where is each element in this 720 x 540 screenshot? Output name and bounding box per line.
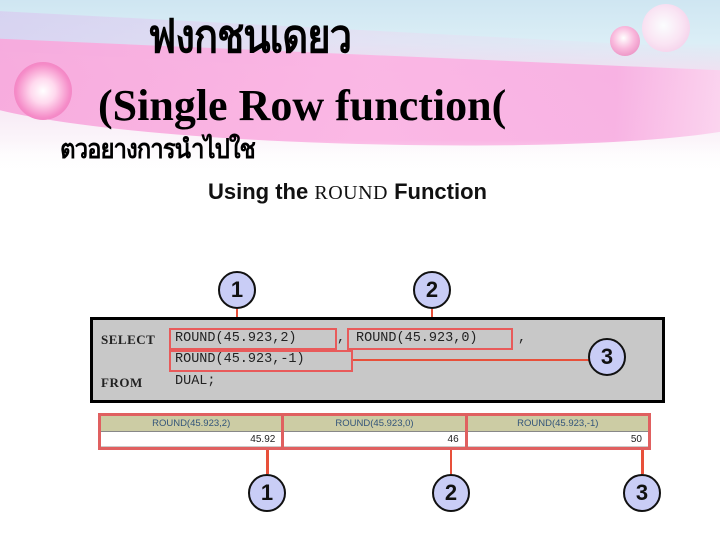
pink-bubble-decoration (610, 26, 640, 56)
heading-prefix: Using the (208, 179, 309, 204)
sql-separator: , (337, 331, 346, 346)
background-fade (0, 140, 720, 200)
sql-keyword-from: FROM (101, 375, 143, 390)
slide-subtitle: ตวอยางการนำไปใช (60, 133, 256, 165)
sql-expression-1: ROUND(45.923,2) (175, 331, 297, 346)
sql-code-box: SELECT ROUND(45.923,2) , ROUND(45.923,0)… (90, 317, 665, 403)
result-value: 46 (284, 432, 465, 447)
pink-bubble-decoration (642, 4, 690, 52)
result-value: 50 (467, 432, 648, 447)
connector-line (641, 450, 644, 474)
highlight-expression-3 (169, 350, 353, 372)
result-column: ROUND(45.923,0) 46 (284, 416, 468, 447)
sql-expression-2: ROUND(45.923,0) (356, 331, 478, 346)
slide-title-english: (Single Row function( (98, 81, 507, 130)
column-header: ROUND(45.923,0) (284, 416, 465, 432)
result-table: ROUND(45.923,2) 45.92 ROUND(45.923,0) 46… (98, 413, 651, 450)
heading-suffix: Function (394, 179, 487, 204)
pink-bubble-decoration (14, 62, 72, 120)
result-column: ROUND(45.923,2) 45.92 (101, 416, 285, 447)
sql-keyword-select: SELECT (101, 332, 156, 347)
callout-badge-2: 2 (413, 271, 451, 309)
result-badge-3: 3 (623, 474, 661, 512)
highlight-expression-2 (347, 328, 513, 350)
callout-badge-3: 3 (588, 338, 626, 376)
column-header: ROUND(45.923,2) (101, 416, 282, 432)
callout-badge-1: 1 (218, 271, 256, 309)
slide-title-thai: ฟงกชนเดยว (148, 10, 352, 64)
sql-expression-3: ROUND(45.923,-1) (175, 352, 305, 367)
result-value: 45.92 (101, 432, 282, 447)
result-column: ROUND(45.923,-1) 50 (467, 416, 648, 447)
highlight-expression-1 (169, 328, 337, 350)
result-badge-2: 2 (432, 474, 470, 512)
connector-line (266, 450, 269, 474)
column-header: ROUND(45.923,-1) (467, 416, 648, 432)
sql-table-name: DUAL; (175, 374, 216, 389)
figure-heading: Using the ROUND Function (208, 179, 487, 205)
heading-keyword: ROUND (314, 182, 388, 204)
arrow-line (353, 359, 591, 361)
result-badge-1: 1 (248, 474, 286, 512)
sql-separator: , (518, 331, 527, 346)
connector-line (450, 450, 452, 474)
